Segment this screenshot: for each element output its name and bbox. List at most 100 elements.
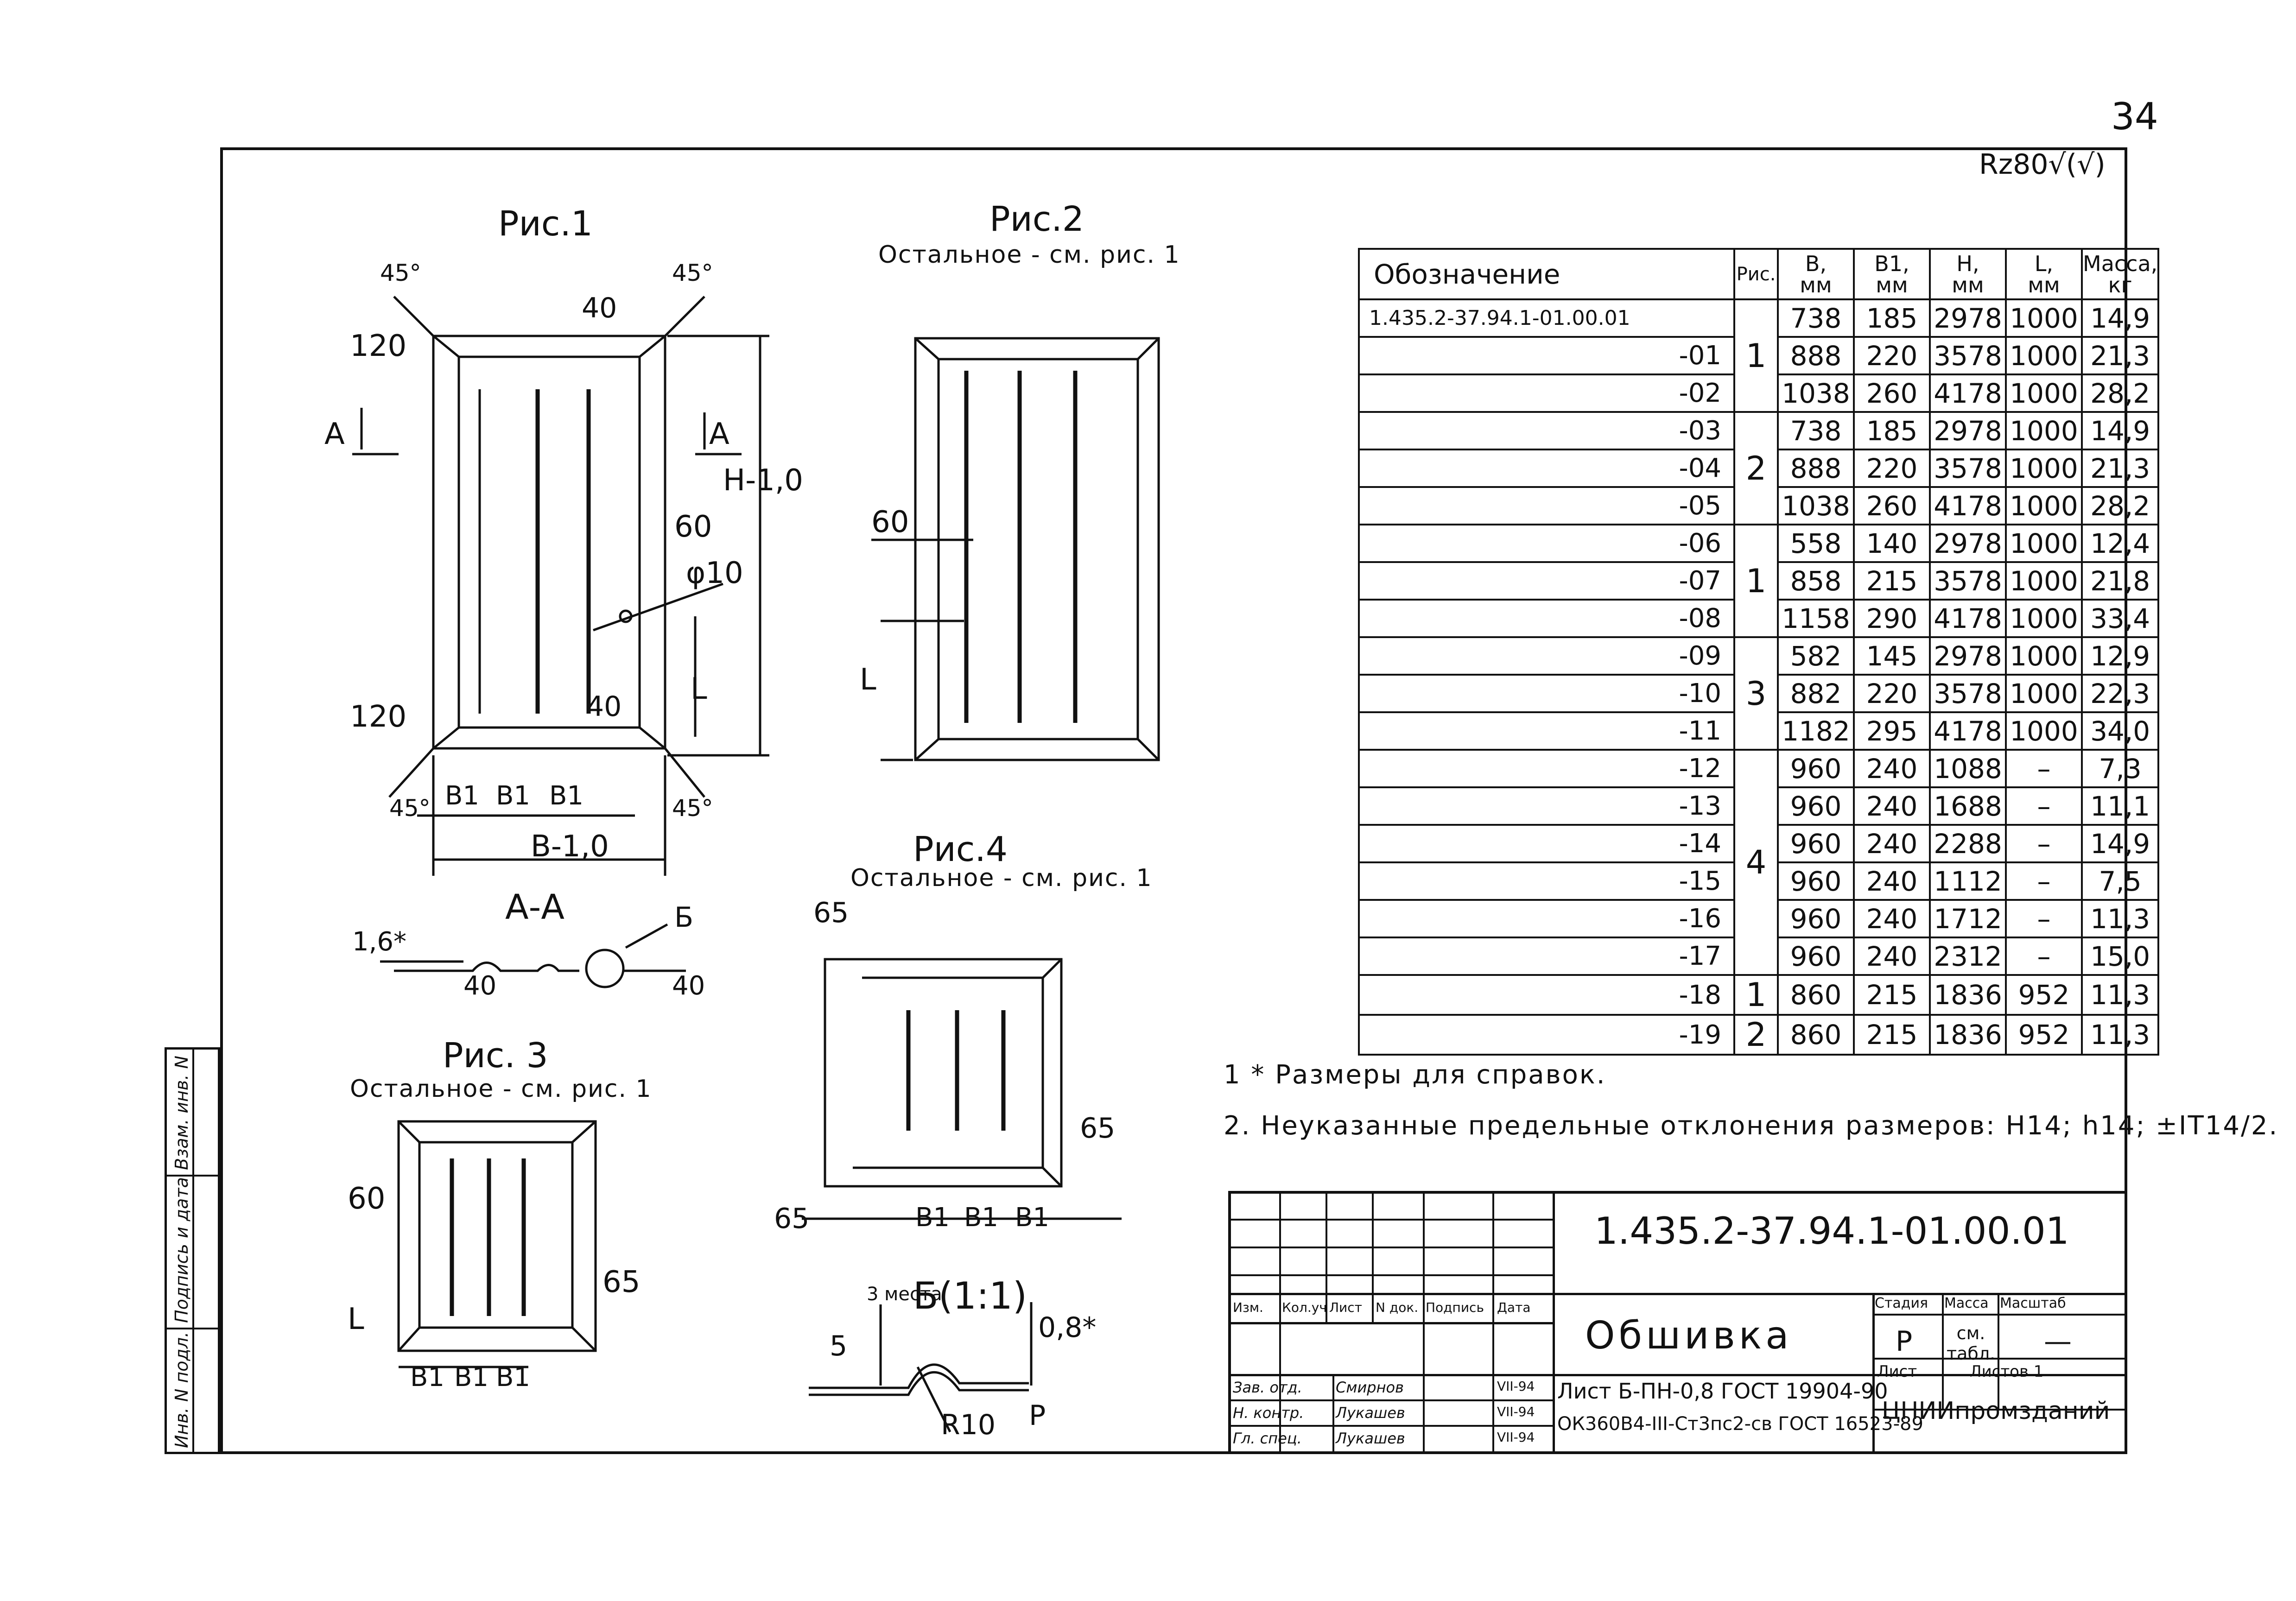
cell-b1: 220 [1853,336,1931,375]
cell-b: 860 [1777,1014,1855,1056]
cell-fig: 1 [1733,974,1779,1016]
page-number: 34 [2111,95,2158,138]
header-designation: Обозначение [1358,248,1735,300]
scale-header: Масштаб [2000,1295,2066,1311]
cell-b: 558 [1777,524,1855,563]
cell-designation: -11 [1358,711,1735,751]
dim-40-aa-left: 40 [463,971,497,1001]
dim-60: 60 [674,510,712,544]
cell-designation: -09 [1358,636,1735,676]
dim-h: H-1,0 [723,463,803,498]
cell-mass: 11,3 [2080,899,2160,938]
dim-b1-fig1-1: B1 [445,781,480,811]
fig2-note: Остальное - см. рис. 1 [878,241,1180,269]
col-podp: Подпись [1426,1300,1484,1315]
dim-b1-fig1-3: B1 [549,781,584,811]
cell-mass: 22,3 [2080,674,2160,713]
cell-l: 1000 [2005,298,2083,338]
sheet-label: Лист [1877,1362,1917,1381]
cell-designation: -08 [1358,599,1735,638]
cell-h: 2978 [1929,524,2007,563]
date-2: VII-94 [1497,1404,1535,1419]
mass-header: Масса [1944,1295,1989,1311]
roughness-mark: Rz80√(√) [1979,148,2106,181]
cell-designation: -19 [1358,1014,1735,1056]
cell-mass: 14,9 [2080,411,2160,450]
cell-mass: 11,3 [2080,974,2160,1016]
cell-b: 960 [1777,824,1855,863]
cell-mass: 28,2 [2080,373,2160,413]
col-data: Дата [1497,1300,1531,1315]
cell-b: 960 [1777,937,1855,976]
dim-45-tl: 45° [380,259,421,286]
cell-l: 1000 [2005,599,2083,638]
col-list: Лист [1329,1300,1362,1315]
cell-h: 3578 [1929,449,2007,488]
doc-code: 1.435.2-37.94.1-01.00.01 [1594,1209,2069,1253]
cell-mass: 28,2 [2080,486,2160,525]
cell-b: 738 [1777,411,1855,450]
cell-b: 860 [1777,974,1855,1016]
notes: 1 * Размеры для справок. 2. Неуказанные … [1224,1050,2278,1152]
cell-h: 4178 [1929,486,2007,525]
cell-designation: -05 [1358,486,1735,525]
cell-h: 4178 [1929,599,2007,638]
stage-value: Р [1896,1325,1913,1358]
cell-designation: -10 [1358,674,1735,713]
cell-designation: -01 [1358,336,1735,375]
cell-l: – [2005,861,2083,901]
cell-b1: 215 [1853,561,1931,601]
header-l: L, мм [2005,248,2083,300]
title-block: 1.435.2-37.94.1-01.00.01 Обшивка Стадия … [1228,1191,2127,1454]
cell-l: 1000 [2005,636,2083,676]
date-3: VII-94 [1497,1430,1535,1445]
cell-designation: -14 [1358,824,1735,863]
cell-mass: 21,3 [2080,449,2160,488]
cell-b1: 260 [1853,373,1931,413]
col-ndok: N док. [1376,1300,1419,1315]
dim-1-6: 1,6* [352,927,407,957]
header-b: B, мм [1777,248,1855,300]
dim-5-detail: 5 [830,1330,848,1362]
name-3: Лукашев [1336,1430,1405,1447]
dim-r10: R10 [941,1409,996,1441]
cell-b1: 240 [1853,861,1931,901]
cell-h: 1688 [1929,786,2007,826]
cell-fig: 2 [1733,1014,1779,1056]
fig3-label: Рис. 3 [443,1036,548,1076]
col-izm: Изм. [1233,1300,1263,1315]
dim-l-fig1: L [691,672,707,706]
cell-b1: 240 [1853,749,1931,788]
fig4-note: Остальное - см. рис. 1 [850,864,1153,892]
cell-fig: 1 [1733,524,1779,638]
cell-mass: 7,5 [2080,861,2160,901]
organization: ЦНИИпромзданий [1882,1397,2110,1425]
cell-mass: 12,9 [2080,636,2160,676]
cell-l: – [2005,786,2083,826]
stamp-vzam-inv: Взам. инв. N [171,1056,192,1170]
cell-b1: 295 [1853,711,1931,751]
cell-b: 1182 [1777,711,1855,751]
dim-b1-fig3-3: B1 [496,1362,531,1392]
section-aa-label: А-А [505,887,564,927]
cell-designation: 1.435.2-37.94.1-01.00.01 [1358,298,1735,338]
cell-l: 1000 [2005,486,2083,525]
dim-phi10: φ10 [686,556,743,590]
dim-45-tr: 45° [672,259,713,286]
dim-40-bottom: 40 [586,690,622,723]
cell-designation: -15 [1358,861,1735,901]
cell-designation: -16 [1358,899,1735,938]
dim-l-fig3: L [348,1302,364,1336]
cell-mass: 7,3 [2080,749,2160,788]
cell-h: 3578 [1929,336,2007,375]
scale-value: — [2044,1325,2072,1358]
